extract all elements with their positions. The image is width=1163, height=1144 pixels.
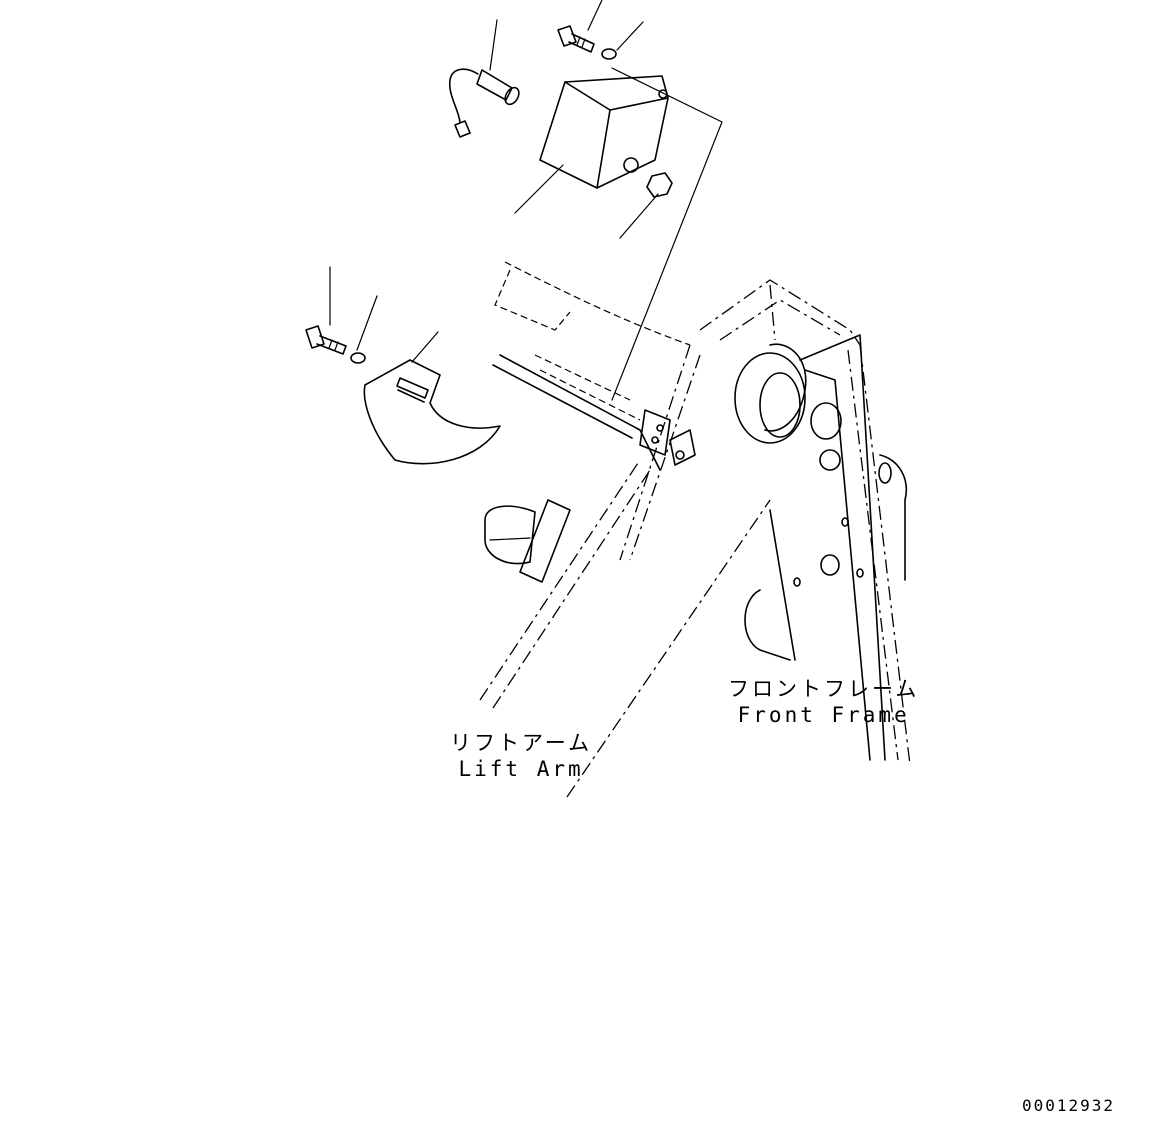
washer-upper <box>601 48 617 60</box>
lift-arm-label: リフトアーム Lift Arm <box>450 730 592 782</box>
lower-bracket <box>484 499 571 583</box>
leader-lines <box>329 0 723 401</box>
drawing-number: 00012932 <box>1021 1096 1115 1115</box>
sensor-bracket <box>539 75 669 189</box>
front-frame-label-en: Front Frame <box>737 703 910 727</box>
lift-arm-label-jp: リフトアーム <box>450 731 593 755</box>
lift-arm-label-en: Lift Arm <box>458 757 584 781</box>
proximity-sensor <box>448 68 520 138</box>
hook-guide <box>363 359 501 465</box>
mount-plate <box>639 409 696 466</box>
front-frame <box>492 334 907 761</box>
nut <box>646 172 673 198</box>
bolt-lower <box>305 325 347 355</box>
bolt-upper <box>557 25 595 53</box>
front-frame-label: フロントフレーム Front Frame <box>728 676 919 728</box>
washer-lower <box>350 352 366 364</box>
front-frame-label-jp: フロントフレーム <box>728 677 920 701</box>
